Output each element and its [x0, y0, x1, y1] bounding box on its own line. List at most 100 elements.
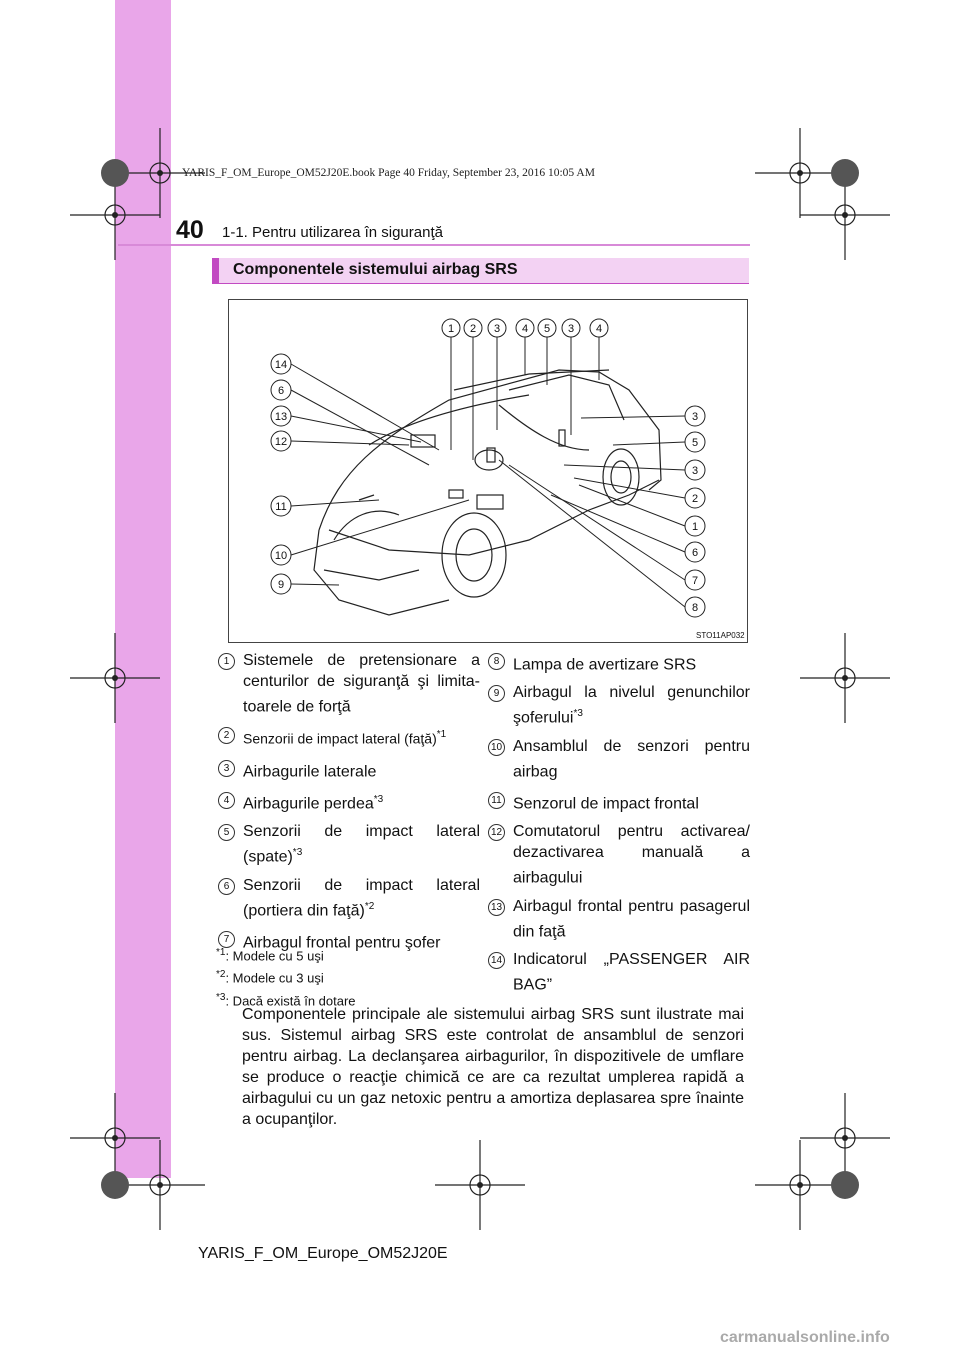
item-number: 8 — [488, 653, 505, 670]
item-number: 9 — [488, 685, 505, 703]
airbag-diagram: 1 2 3 4 5 3 4 14 6 13 12 11 10 9 3 5 3 — [228, 299, 748, 643]
footnote-mark: *3 — [216, 991, 226, 1003]
item-number: 12 — [488, 824, 505, 842]
item-footnote: *2 — [364, 900, 375, 912]
item-number: 4 — [218, 791, 235, 809]
callout-left: 14 6 13 12 11 10 9 — [270, 353, 292, 595]
item-text: Airbagul frontal pentru pasagerul din fa… — [513, 897, 750, 940]
callout-left-14: 14 — [275, 359, 287, 371]
item-text: Airbagurile laterale — [243, 762, 377, 780]
section-title: Componentele sistemului airbag SRS — [233, 261, 518, 278]
list-item: 9 Airbagul la nivelul genunchilor şoferul… — [488, 682, 750, 728]
item-number: 3 — [218, 759, 235, 777]
item-number: 14 — [488, 951, 505, 969]
callout-top-7: 4 — [596, 323, 602, 335]
callout-right-3b: 3 — [692, 465, 698, 477]
component-list-right: 8 Lampa de avertizare SRS 9 Airbagul la ni… — [488, 650, 750, 1002]
callout-right: 3 5 3 2 1 6 7 8 — [684, 405, 706, 618]
callout-right-6: 6 — [692, 547, 698, 559]
item-text: Senzorii de impact lateral (spate) — [243, 823, 480, 866]
callout-left-11: 11 — [275, 501, 286, 513]
item-text: Senzorii de impact lateral (faţă) — [243, 730, 437, 747]
item-text: Ansamblul de senzori pentru airbag — [513, 737, 750, 780]
callout-leader-lines — [290, 336, 686, 608]
header-rule — [118, 244, 750, 246]
item-text: Sistemele de pretensionare a centurilor … — [243, 652, 480, 716]
list-item: 14 Indicatorul „PASSENGER AIR BAG” — [488, 949, 750, 995]
list-item: 7 Airbagul frontal pentru şofer — [218, 928, 480, 953]
callout-top-1: 1 — [448, 323, 454, 335]
item-footnote: *3 — [373, 793, 384, 805]
body-paragraph: Componentele principale ale sistemului a… — [242, 1006, 744, 1128]
footnote: *2: Modele cu 3 uşi — [216, 965, 356, 987]
item-number: 2 — [218, 727, 235, 745]
callout-right-5: 5 — [692, 437, 698, 449]
list-item: 8 Lampa de avertizare SRS — [488, 650, 750, 675]
list-item: 1 Sistemele de pretensionare a centurilor… — [218, 650, 480, 717]
callout-left-10: 10 — [275, 550, 287, 562]
item-text: Indicatorul „PASSENGER AIR BAG” — [513, 950, 750, 994]
component-list-left: 1 Sistemele de pretensionare a centurilor… — [218, 650, 480, 960]
item-footnote: *3 — [292, 847, 303, 859]
callout-right-8: 8 — [692, 602, 698, 614]
item-number: 6 — [218, 877, 235, 895]
callout-right-2: 2 — [692, 493, 698, 505]
section-heading-bar: Componentele sistemului airbag SRS — [212, 258, 749, 284]
callout-right-1: 1 — [692, 521, 698, 533]
chapter-header: 1-1. Pentru utilizarea în siguranţă — [222, 224, 443, 241]
footnote-mark: *1 — [216, 947, 226, 958]
page-number: 40 — [176, 216, 204, 244]
list-item: 13 Airbagul frontal pentru pasagerul din … — [488, 896, 750, 942]
callout-left-6: 6 — [278, 385, 284, 397]
item-number: 13 — [488, 898, 505, 916]
footnotes: *1: Modele cu 5 uşi *2: Modele cu 3 uşi … — [216, 943, 356, 1010]
item-text: Airbagul la nivelul genunchilor şoferulu… — [513, 684, 750, 727]
callout-top-2: 2 — [470, 323, 476, 335]
item-text: Airbagurile perdea — [243, 795, 374, 813]
footnote-mark: *2 — [216, 969, 226, 981]
callout-left-13: 13 — [275, 411, 287, 423]
callout-right-7: 7 — [692, 575, 698, 587]
callout-top-3: 3 — [494, 323, 500, 335]
list-item: 12 Comutatorul pentru activarea/ dezactiv… — [488, 821, 750, 888]
footer-code: YARIS_F_OM_Europe_OM52J20E — [198, 1245, 448, 1262]
list-item: 5 Senzorii de impact lateral (spate)*3 — [218, 821, 480, 867]
list-item: 4 Airbagurile perdea*3 — [218, 789, 480, 814]
callout-numbers: 1 2 3 4 5 3 4 14 6 13 12 11 10 9 3 5 3 — [270, 318, 706, 618]
callout-top-5: 5 — [544, 323, 550, 335]
item-number: 11 — [488, 791, 505, 809]
list-item: 10 Ansamblul de senzori pentru airbag — [488, 736, 750, 782]
book-info-line: YARIS_F_OM_Europe_OM52J20E.book Page 40 … — [182, 167, 595, 179]
figure-code: STO11AP032 — [696, 631, 745, 640]
item-number: 10 — [488, 738, 505, 756]
item-text: Senzorul de impact frontal — [513, 795, 699, 813]
callout-top: 1 2 3 4 5 3 4 — [441, 318, 609, 338]
item-text: Lampa de avertizare SRS — [513, 656, 697, 674]
callout-top-4: 4 — [522, 323, 528, 335]
footnote-text: : Modele cu 5 uşi — [225, 948, 324, 964]
list-item: 3 Airbagurile laterale — [218, 757, 480, 782]
callout-left-9: 9 — [278, 579, 284, 591]
item-text: Senzorii de impact lateral (portiera din… — [243, 876, 480, 919]
watermark: carmanualsonline.info — [720, 1329, 890, 1346]
item-number: 5 — [218, 824, 235, 842]
callout-right-3a: 3 — [692, 411, 698, 423]
item-text: Airbagul frontal pentru şofer — [243, 934, 441, 952]
item-number: 7 — [218, 930, 235, 948]
callout-left-12: 12 — [275, 436, 287, 448]
footnote-text: : Modele cu 3 uşi — [225, 970, 324, 986]
item-number: 1 — [218, 653, 235, 670]
item-footnote: *3 — [573, 708, 583, 720]
list-item: 11 Senzorul de impact frontal — [488, 789, 750, 814]
list-item: 6 Senzorii de impact lateral (portiera di… — [218, 875, 480, 921]
car-illustration — [313, 369, 662, 616]
item-text: Comutatorul pentru activarea/ dezactivar… — [513, 823, 750, 887]
item-footnote: *1 — [436, 729, 447, 741]
page-color-strip — [115, 0, 171, 1178]
footnote: *3: Dacă există în dotare — [216, 988, 356, 1010]
footnote: *1: Modele cu 5 uşi — [216, 943, 356, 965]
list-item: 2 Senzorii de impact lateral (faţă)*1 — [218, 724, 480, 749]
callout-top-6: 3 — [568, 323, 574, 335]
footnote-text: : Dacă există în dotare — [225, 992, 356, 1008]
